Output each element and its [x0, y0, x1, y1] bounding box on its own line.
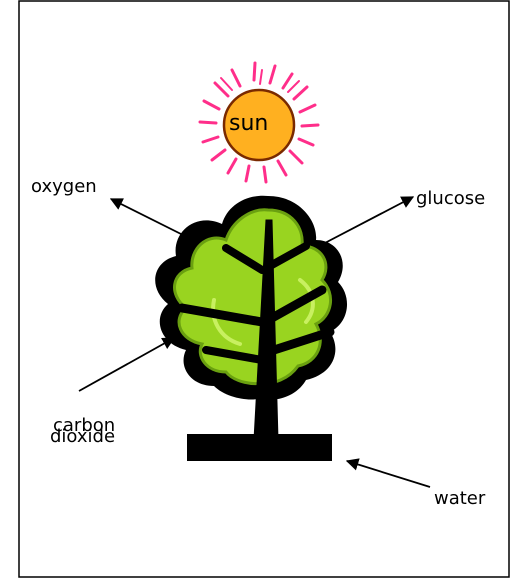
- dioxide-label: dioxide: [50, 428, 115, 446]
- glucose-label: glucose: [416, 190, 485, 208]
- water-arrow: [347, 461, 430, 487]
- carbon-dioxide-arrow: [79, 338, 174, 391]
- glucose-arrow: [323, 197, 413, 244]
- water-label: water: [434, 490, 485, 508]
- oxygen-label: oxygen: [31, 178, 97, 196]
- tree-foliage: [155, 196, 347, 400]
- tree-base: [187, 434, 332, 461]
- oxygen-arrow: [111, 199, 197, 242]
- sun-label: sun: [229, 113, 268, 135]
